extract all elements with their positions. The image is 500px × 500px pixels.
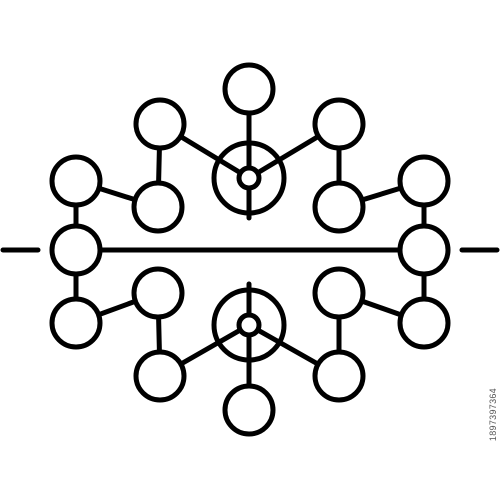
node-bottom-center xyxy=(222,383,276,437)
node-bottom-left-mid xyxy=(131,266,185,320)
node-top-center xyxy=(222,62,276,116)
node-bottom-right-mid xyxy=(312,266,366,320)
node-circles xyxy=(49,62,451,437)
hub-targets xyxy=(211,140,287,363)
node-bottom-left-lower xyxy=(133,349,187,403)
lower-hub-inner-ring xyxy=(236,312,262,338)
node-top-left-upper xyxy=(133,97,187,151)
node-top-right-mid xyxy=(312,180,366,234)
upper-hub-inner-ring xyxy=(236,165,262,191)
node-right-upper xyxy=(397,154,451,208)
node-right-lower xyxy=(397,296,451,350)
node-bottom-right-lower xyxy=(312,349,366,403)
node-left-upper xyxy=(49,154,103,208)
node-left-lower xyxy=(49,296,103,350)
node-top-left-mid xyxy=(131,180,185,234)
node-left-middle xyxy=(49,223,103,277)
node-top-right-upper xyxy=(312,97,366,151)
node-right-middle xyxy=(397,223,451,277)
stock-image-id: 1897397364 xyxy=(488,388,498,442)
